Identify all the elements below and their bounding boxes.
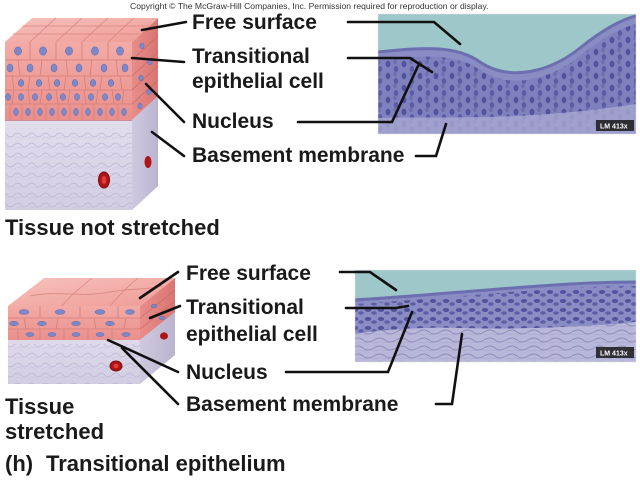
label-basement-membrane-top: Basement membrane [192, 144, 404, 167]
magnification-top: LM 413x [600, 124, 628, 131]
unstretched-micrograph [378, 14, 636, 134]
bottom-leader-lines [106, 270, 464, 406]
label-transitional-bottom-1: Transitional [186, 296, 304, 319]
caption-tissue-stretched-1: Tissue [5, 394, 74, 419]
stretched-micrograph [355, 270, 636, 362]
unstretched-tissue-illustration [5, 17, 159, 210]
magnification-bottom: LM 413x [600, 351, 628, 358]
label-free-surface-bottom: Free surface [186, 262, 311, 285]
figure-title: Transitional epithelium [46, 451, 286, 476]
copyright-notice: Copyright © The McGraw-Hill Companies, I… [130, 1, 489, 11]
label-basement-membrane-bottom: Basement membrane [186, 393, 398, 416]
label-nucleus-bottom: Nucleus [186, 361, 268, 384]
label-nucleus-top: Nucleus [192, 110, 274, 133]
magnification-badge-top [596, 120, 634, 131]
caption-tissue-stretched-2: stretched [5, 419, 104, 444]
label-transitional-top-2: epithelial cell [192, 70, 324, 93]
label-transitional-bottom-2: epithelial cell [186, 323, 318, 346]
figure-letter: (h) [5, 451, 33, 476]
top-leader-lines [130, 20, 462, 158]
magnification-badge-bottom [596, 347, 634, 358]
label-transitional-top-1: Transitional [192, 45, 310, 68]
caption-tissue-not-stretched: Tissue not stretched [5, 215, 220, 240]
stretched-tissue-illustration [8, 277, 176, 384]
label-free-surface-top: Free surface [192, 11, 317, 34]
